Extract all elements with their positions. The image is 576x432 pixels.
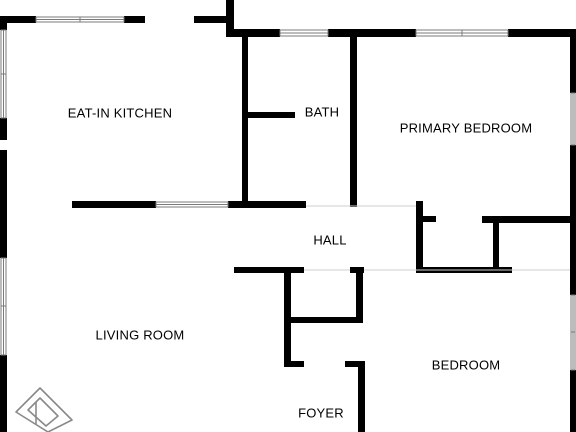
room-label-foyer: FOYER [298, 405, 344, 421]
logo-mark-icon [15, 387, 73, 432]
wall-foyer-closet-shelf [291, 317, 361, 323]
wall-closet-left [416, 201, 423, 273]
wall-closet-divider [493, 218, 499, 273]
room-label-living-room: LIVING ROOM [95, 327, 185, 343]
room-label-primary-bedroom: PRIMARY BEDROOM [399, 120, 533, 136]
wall-top-kitchen-mid [124, 16, 145, 23]
wall-top-kitchen-left [0, 16, 36, 23]
room-label-kitchen: EAT-IN KITCHEN [67, 105, 173, 121]
wall-kitchen-south-left [72, 201, 156, 208]
wall-foyer-closet-right [356, 267, 363, 323]
room-label-bedroom: BEDROOM [431, 357, 501, 373]
wall-top-notch [226, 0, 234, 37]
wall-left-lower [0, 355, 7, 432]
windows [0, 16, 576, 371]
room-label-bath: BATH [304, 104, 340, 120]
wall-left-mid1 [0, 118, 7, 140]
wall-bath-shelf [248, 112, 295, 118]
openings [304, 205, 570, 271]
wall-right-c [570, 370, 576, 432]
room-label-hall: HALL [313, 232, 347, 248]
wall-top-rooms-mid [328, 29, 416, 37]
wall-left-mid2 [0, 150, 7, 258]
wall-top-rooms-right [508, 29, 576, 37]
wall-hall-south-left [234, 267, 304, 273]
wall-top-rooms-left [226, 29, 280, 37]
wall-bath-left [242, 37, 248, 207]
wall-top-kitchen-right [194, 16, 230, 23]
wall-kitchen-south-right [228, 201, 306, 208]
wall-right-a [570, 29, 576, 93]
wall-closet-top-right [482, 216, 576, 223]
wall-foyer-right-stub [345, 361, 363, 367]
wall-foyer-closet-left [284, 267, 291, 367]
wall-closet-stub [416, 216, 436, 222]
wall-bedroom-left [358, 361, 365, 432]
wall-bath-right [350, 37, 357, 207]
wall-foyer-closet-foot [284, 361, 304, 367]
wall-left-upper [0, 16, 7, 30]
